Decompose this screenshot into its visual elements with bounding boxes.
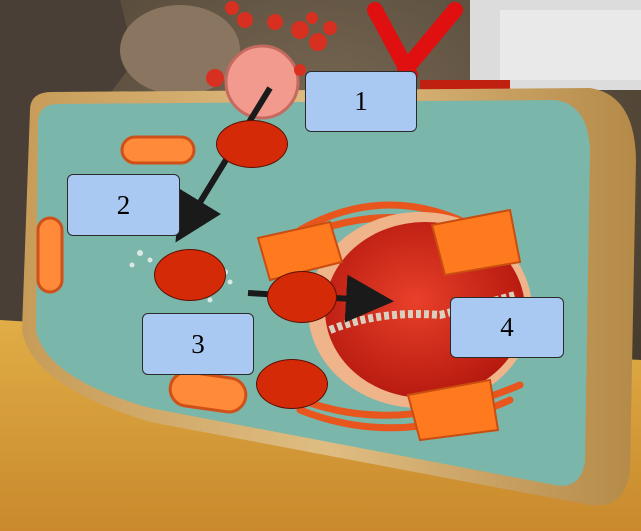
background-panel-inner [500,10,641,80]
label-box-2: 2 [67,174,180,236]
label-1-text: 1 [354,86,368,117]
answer-dot-1[interactable] [216,120,288,168]
label-box-4: 4 [450,297,564,358]
answer-dot-2[interactable] [154,249,226,301]
label-3-text: 3 [191,329,205,360]
answer-dot-4[interactable] [256,359,328,409]
label-box-3: 3 [142,313,254,375]
mitochondrion-left [38,218,62,292]
answer-dot-3[interactable] [267,271,337,323]
label-box-1: 1 [305,71,417,132]
label-2-text: 2 [117,190,131,221]
mitochondrion-top [122,137,194,163]
label-4-text: 4 [500,312,514,343]
